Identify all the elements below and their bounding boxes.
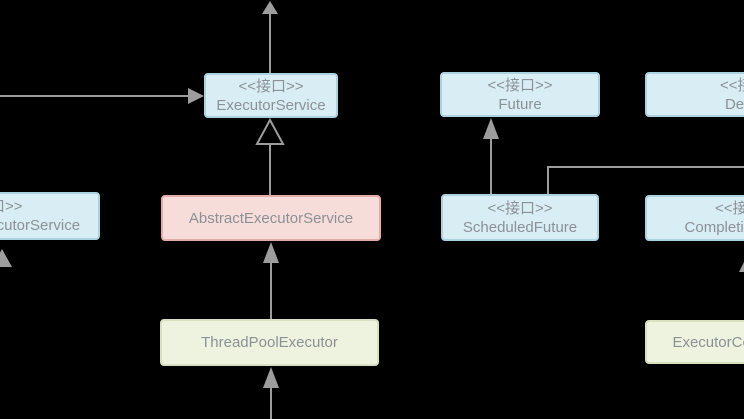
node-name: Future [498,95,542,113]
node-scheduled-executor-service: <<接口>> ScheduledExecutorService [0,192,100,240]
arrowhead-into-future-icon [483,118,499,139]
node-scheduled-future: <<接口>> ScheduledFuture [441,194,599,241]
node-name: ScheduledFuture [462,218,578,236]
node-name: ExecutorCompletionService [672,333,744,351]
node-stereotype: <<接口>> [487,199,553,217]
arrowhead-partial-right-edge-icon [739,262,744,272]
hollow-triangle-implements-icon [255,117,285,145]
node-future: <<接口>> Future [440,72,600,117]
arrowhead-up-top-icon [262,1,278,14]
node-thread-pool-executor: ThreadPoolExecutor [160,319,379,366]
node-delayed: <<接口>> Delayed [645,72,744,117]
node-executor-completion-service: ExecutorCompletionService [645,320,744,364]
arrowhead-into-threadpoolexecutor-icon [263,367,279,388]
node-stereotype: <<接口>> [714,200,744,217]
node-executor-service: <<接口>> ExecutorService [204,73,338,118]
node-stereotype: <<接口>> [238,77,304,95]
node-completion-service: <<接口>> CompletionService [645,195,744,241]
node-name: ThreadPoolExecutor [201,334,338,351]
node-name: ExecutorService [216,96,326,114]
node-stereotype: <<接口>> [719,76,744,94]
arrowhead-into-executorservice-icon [188,88,204,104]
arrowhead-partial-left-edge-icon [0,249,12,267]
node-stereotype: <<接口>> [0,198,23,215]
edge-scheduledfuture-elbow-right [547,166,744,194]
arrowhead-into-abstractexecutorservice-icon [263,242,279,263]
node-name: AbstractExecutorService [188,209,354,227]
node-name: ScheduledExecutorService [0,217,81,234]
node-name: Delayed [724,95,744,113]
node-abstract-executor-service: AbstractExecutorService [161,195,381,241]
node-stereotype: <<接口>> [487,76,553,94]
node-name: CompletionService [684,219,744,236]
